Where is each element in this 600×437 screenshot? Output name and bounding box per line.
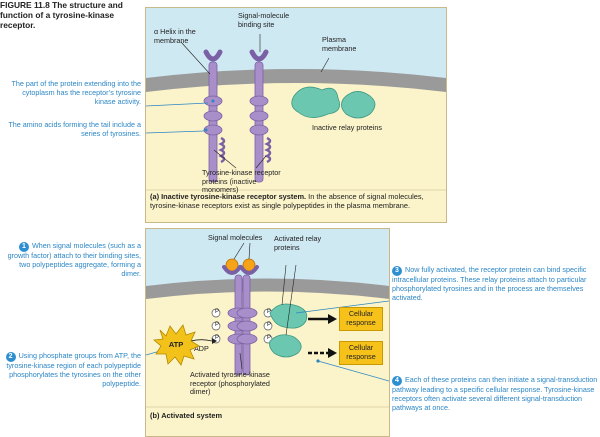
leader-receptor-dimer	[239, 352, 243, 370]
leader-receptor-a	[213, 149, 237, 169]
leader-step-4	[317, 360, 389, 382]
label-inactive-relay: Inactive relay proteins	[312, 123, 382, 132]
label-helix: α Helix in the membrane	[154, 27, 196, 45]
activated-relay-protein-1	[269, 303, 308, 329]
callout-tyrosines: The amino acids forming the tail include…	[8, 120, 141, 138]
step-3-text: Now fully activated, the receptor protei…	[392, 265, 587, 302]
phosphate-groups	[211, 308, 273, 344]
caption-a-head: (a) Inactive tyrosine-kinase receptor sy…	[150, 192, 307, 201]
caption-b: (b) Activated system	[150, 411, 380, 420]
panel-a-drawing	[146, 8, 446, 191]
caption-a-body: In the absence of signal molecules, tyro…	[150, 192, 424, 211]
inactive-relay-protein-2	[341, 91, 376, 119]
panel-b-drawing	[146, 229, 389, 408]
label-p-6: P	[266, 335, 271, 341]
caption-b-head: (b) Activated system	[150, 411, 223, 420]
figure-title: FIGURE 11.8 The structure and function o…	[0, 0, 123, 30]
leader-helix	[180, 41, 211, 75]
receptor-monomer-2	[249, 49, 272, 183]
step-4-badge: 4	[392, 376, 402, 386]
label-signal-molecules: Signal molecules	[208, 233, 263, 242]
label-receptor-monomers: Tyrosine-kinase receptor proteins (inact…	[202, 168, 281, 195]
cellular-response-1: Cellular response	[339, 307, 383, 331]
panel-b: Signal molecules Activated relay protein…	[145, 228, 390, 437]
leader-membrane	[320, 57, 330, 73]
label-activated-relay: Activated relay proteins	[274, 234, 322, 252]
activated-relay-protein-2	[269, 334, 302, 358]
label-receptor-dimer: Activated tyrosine-kinase receptor (phos…	[190, 370, 270, 397]
label-atp: ATP	[168, 340, 184, 349]
leader-cytoplasm-callout	[146, 102, 209, 107]
cellular-response-2: Cellular response	[339, 341, 383, 365]
step-2-text: Using phosphate groups from ATP, the tyr…	[6, 351, 141, 388]
inactive-relay-protein-1	[291, 86, 341, 118]
caption-a: (a) Inactive tyrosine-kinase receptor sy…	[150, 192, 440, 210]
callout-cytoplasm: The part of the protein extending into t…	[11, 79, 141, 106]
label-p-3: P	[214, 335, 219, 341]
label-binding-site: Signal-molecule binding site	[238, 11, 290, 29]
plasma-membrane-b	[146, 278, 389, 299]
label-p-2: P	[214, 322, 219, 328]
label-p-1: P	[214, 309, 219, 315]
step-2-badge: 2	[5, 352, 16, 362]
step-3-badge: 3	[392, 266, 402, 276]
step-1-text: When signal molecules (such as a growth …	[7, 241, 141, 278]
label-adp: ADP	[194, 344, 209, 353]
label-p-5: P	[266, 322, 271, 328]
label-p-4: P	[266, 309, 271, 315]
step-1-badge: 1	[18, 242, 29, 252]
leader-tyrosines-callout	[146, 130, 205, 134]
step-4-text: Each of these proteins can then initiate…	[392, 375, 598, 412]
receptor-dimer	[222, 265, 259, 376]
plasma-membrane-a	[146, 69, 446, 92]
label-plasma-membrane: Plasma membrane	[322, 35, 357, 53]
leader-receptor-b	[255, 155, 267, 169]
panel-a: α Helix in the membrane Signal-molecule …	[145, 7, 447, 223]
receptor-monomer-1	[203, 49, 226, 183]
